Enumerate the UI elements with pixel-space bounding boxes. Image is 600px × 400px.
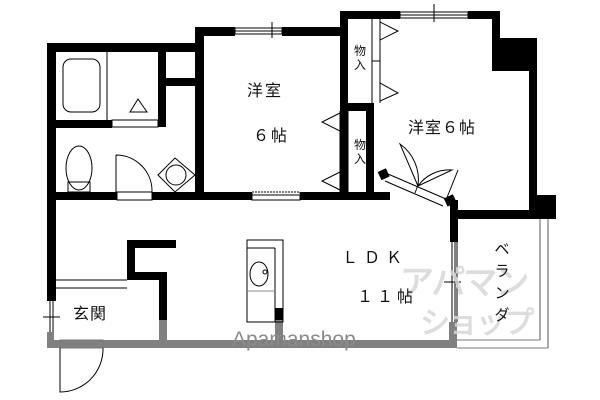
walls (47, 11, 556, 320)
closet-2-label: 物入 (353, 138, 366, 166)
bathtub-icon (62, 58, 101, 113)
fixtures-and-openings (43, 4, 549, 393)
closet-1-label: 物入 (353, 44, 366, 72)
apamanshop-logo-line2: ショップ (420, 306, 534, 341)
toilet-icon (65, 145, 93, 191)
ldk-size: １１帖 (357, 287, 418, 306)
western-room-1-name: 洋室 (247, 81, 284, 100)
western-room-2-label: 洋室６帖 (408, 118, 477, 137)
western-room-1-size: ６帖 (253, 126, 290, 145)
apamanshop-watermark: Apamanshop (232, 328, 356, 351)
entrance-label: 玄関 (73, 304, 108, 323)
veranda-label: ベランダ (494, 240, 510, 324)
kitchen-sink-icon (249, 261, 269, 287)
washing-machine-icon (157, 157, 196, 193)
exterior-wall-bottom (47, 340, 457, 348)
ldk-name: ＬＤＫ (342, 248, 409, 267)
apamanshop-logo-line1: アパマン (400, 263, 529, 303)
